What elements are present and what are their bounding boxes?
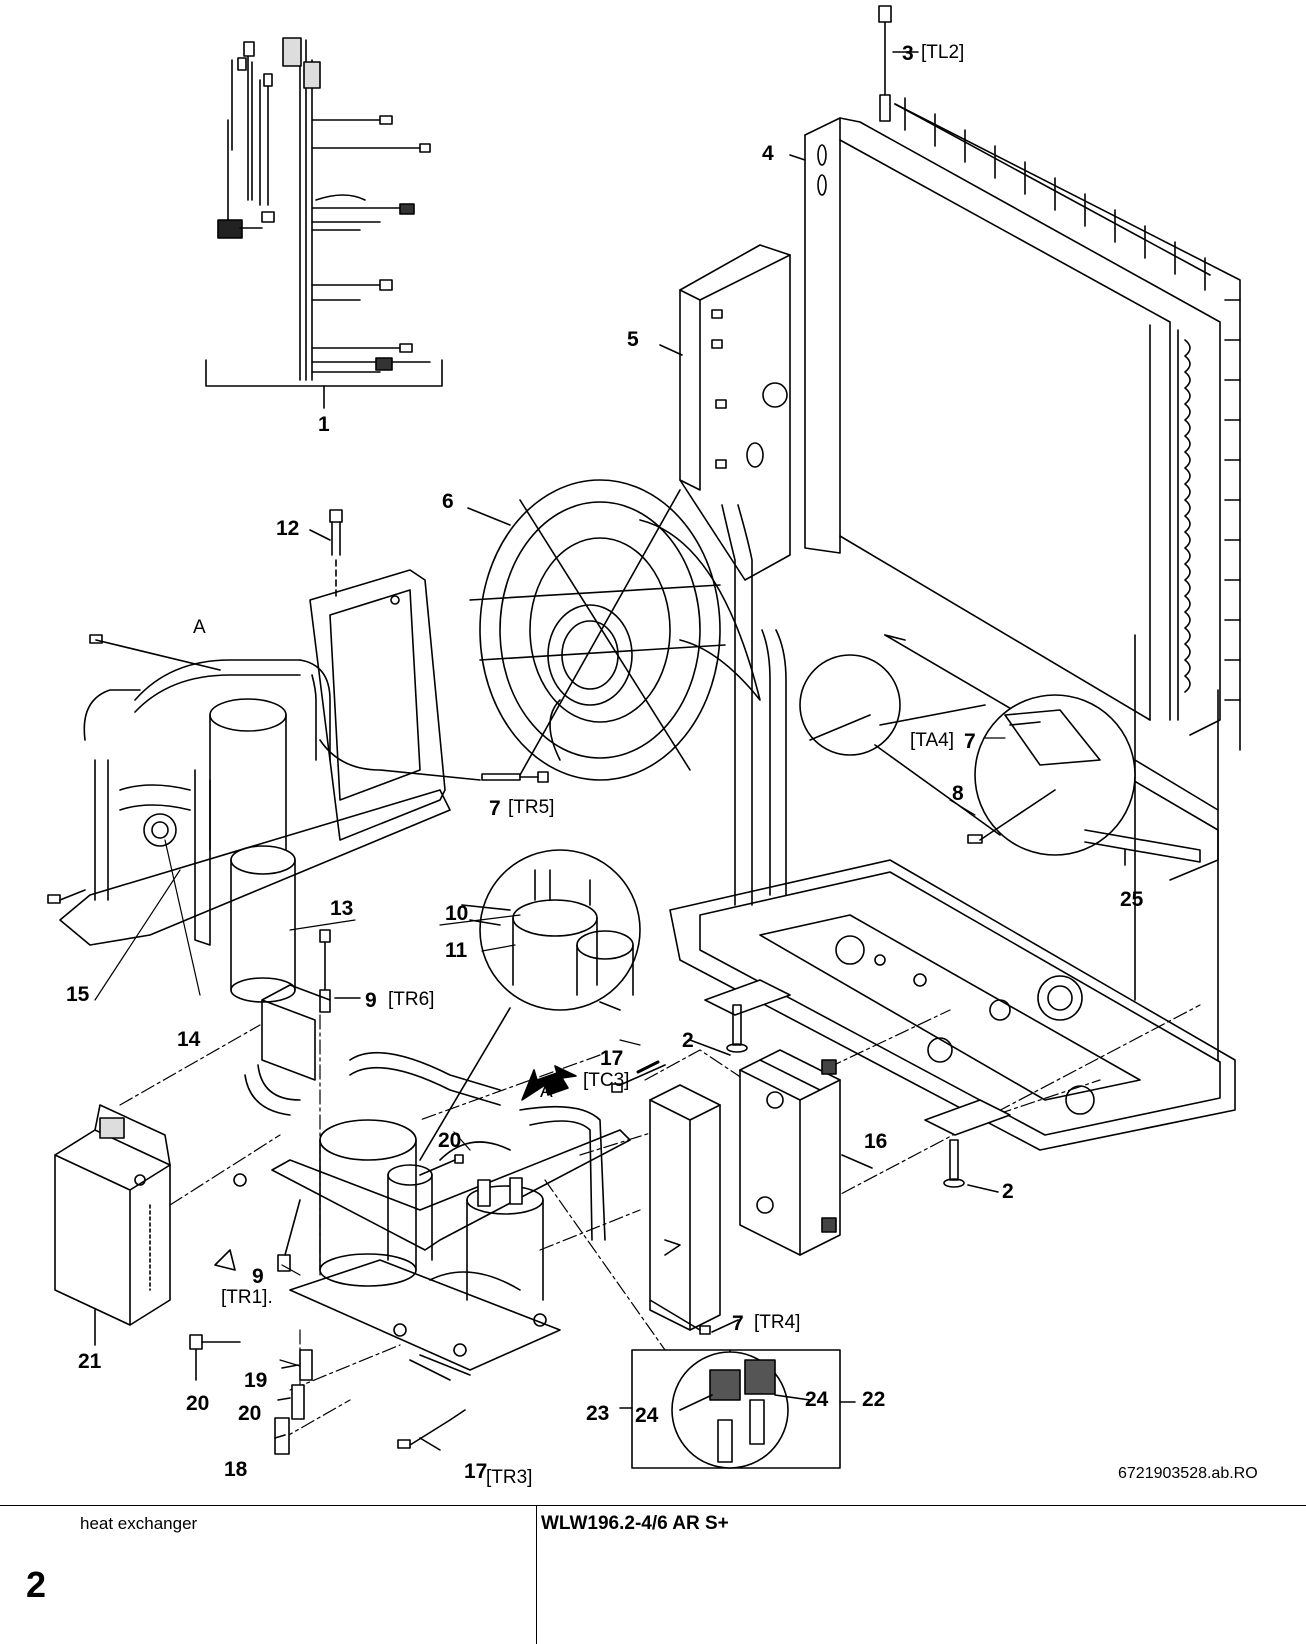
callout-9-tr6: 9: [365, 989, 377, 1012]
callout-20-upper: 20: [438, 1129, 461, 1152]
exploded-parts-drawing: 1 3 [TL2] 4 5 6 12 A 7 [TR5] [TA4] 7 8 2…: [47, 5, 1258, 1488]
valve-20-left: [189, 1334, 241, 1381]
callout-17-tr3: 17: [464, 1460, 487, 1483]
cover-plate: [649, 1084, 721, 1331]
callout-18: 18: [224, 1458, 248, 1481]
callout-19: 19: [244, 1369, 267, 1392]
leader-lines: [94, 737, 1006, 1367]
tag-tr5: [TR5]: [508, 797, 554, 818]
page-number: 2: [26, 1564, 47, 1605]
sensor-tr3: [397, 1409, 466, 1451]
mounting-bolt-upper: [689, 979, 791, 1056]
callout-4: 4: [762, 142, 774, 165]
callout-7-tr4: 7: [732, 1312, 744, 1335]
view-arrow-label-a: A: [540, 1081, 553, 1102]
view-arrow-a: [521, 1065, 577, 1101]
sensor-tr6: [319, 929, 361, 1013]
callout-5: 5: [627, 328, 639, 351]
view-marker-a: A: [193, 617, 206, 638]
pressure-switch-detail: [619, 1349, 856, 1469]
sensor-tl2: [878, 5, 919, 122]
callout-7-ta4: 7: [964, 730, 976, 753]
crossbar: [1084, 829, 1201, 866]
tag-tc3: [TC3]: [583, 1070, 629, 1091]
callout-24-right: 24: [805, 1388, 829, 1411]
condenser-coil: [789, 97, 1241, 751]
footer-caption: heat exchanger: [80, 1514, 198, 1533]
callout-14: 14: [177, 1028, 201, 1051]
callout-2-lower: 2: [1002, 1180, 1014, 1203]
callout-23: 23: [586, 1402, 609, 1425]
electrical-box: [54, 1104, 171, 1346]
drawing-reference-code: 6721903528.ab.RO: [1118, 1465, 1258, 1482]
callout-17-tc3: 17: [600, 1047, 623, 1070]
callout-21: 21: [78, 1350, 102, 1373]
sensor-tr4: [649, 1299, 739, 1335]
callout-10: 10: [445, 902, 468, 925]
compressor-assembly: [214, 984, 631, 1381]
callout-25: 25: [1120, 888, 1144, 911]
wiring-harness: [205, 37, 443, 409]
callout-labels: 1 3 [TL2] 4 5 6 12 A 7 [TR5] [TA4] 7 8 2…: [66, 42, 1258, 1488]
mounting-bolt-lower: [924, 1099, 1011, 1193]
tag-tr1: [TR1].: [221, 1287, 273, 1308]
callout-20-left: 20: [186, 1392, 209, 1415]
service-valve-top: [309, 509, 343, 601]
callout-7-tr5: 7: [489, 797, 501, 820]
base-pan: [669, 634, 1236, 1151]
tag-ta4: [TA4]: [910, 730, 954, 751]
tag-tl2: [TL2]: [921, 42, 964, 63]
sensor-tc3: [611, 1060, 666, 1093]
callout-6: 6: [442, 490, 454, 513]
tag-tr4: [TR4]: [754, 1312, 800, 1333]
tag-tr6: [TR6]: [388, 989, 434, 1010]
callout-13: 13: [330, 897, 353, 920]
callout-3: 3: [902, 42, 914, 65]
plate-heat-exchanger: [739, 1049, 873, 1256]
callout-11: 11: [445, 939, 468, 962]
fan-assembly: [467, 479, 761, 781]
tag-tr3: [TR3]: [486, 1467, 532, 1488]
callout-15: 15: [66, 983, 90, 1006]
footer-divider: [536, 1506, 537, 1644]
bolt-20-upper: [419, 1154, 464, 1176]
callout-12: 12: [276, 517, 299, 540]
callout-2-upper: 2: [682, 1029, 694, 1052]
compressor-subassembly-view-a: [47, 569, 549, 1003]
callout-1: 1: [318, 413, 330, 436]
callout-16: 16: [864, 1130, 887, 1153]
refrigerant-pipes: [721, 504, 787, 906]
callout-22: 22: [862, 1388, 885, 1411]
callout-9-tr1: 9: [252, 1265, 264, 1288]
detail-circle-compressor-top: [419, 849, 641, 1161]
callout-8: 8: [952, 782, 964, 805]
valves-18-19-20: [274, 1349, 313, 1455]
callout-20-lower: 20: [238, 1402, 261, 1425]
callout-24-left: 24: [635, 1404, 659, 1427]
page-footer: heat exchanger WLW196.2-4/6 AR S+ 2: [0, 1505, 1306, 1644]
detail-circle-ta4: [799, 654, 1136, 856]
mounting-plate: [659, 244, 791, 581]
model-designation: WLW196.2-4/6 AR S+: [541, 1513, 729, 1534]
